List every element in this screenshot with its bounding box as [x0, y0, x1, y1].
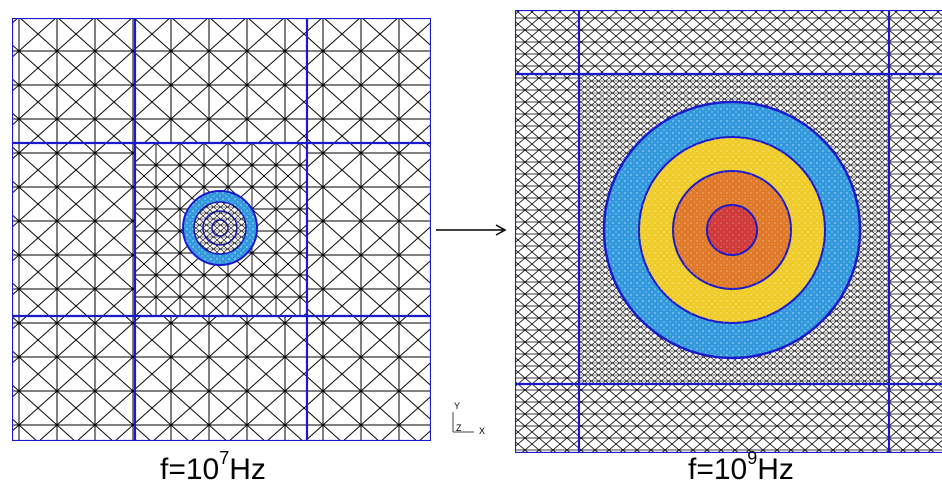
left-cell-mid-right [307, 143, 431, 316]
left-cell-bottom-middle [135, 316, 307, 441]
right-cell-mid-right [889, 74, 942, 384]
right-cell-top-middle [579, 10, 889, 74]
transition-arrow [436, 224, 507, 236]
right-concentric-rings [602, 100, 862, 360]
right-caption-unit: Hz [757, 453, 794, 486]
right-caption-prefix: f=10 [688, 453, 748, 486]
axis-x-label: X [479, 426, 485, 436]
left-cell-top-right [307, 18, 431, 143]
right-cell-bottom-right [889, 384, 942, 453]
left-mesh-panel [12, 18, 431, 441]
left-cell-top-left [12, 18, 135, 143]
right-cell-top-right [889, 10, 942, 74]
left-region-boundaries [12, 18, 431, 441]
left-cell-bottom-left [12, 316, 135, 441]
left-frequency-caption: f=107Hz [160, 448, 266, 487]
left-cell-mid-left [12, 143, 135, 316]
right-cell-bottom-middle [579, 384, 889, 453]
right-region-boundaries [515, 10, 942, 453]
right-cell-top-left [515, 10, 579, 74]
right-caption-exponent: 9 [747, 448, 758, 468]
left-concentric-rings [182, 190, 258, 266]
left-caption-prefix: f=10 [160, 453, 220, 486]
left-caption-unit: Hz [229, 453, 266, 486]
axis-triad: Y Z X [452, 401, 485, 436]
right-mesh-panel [515, 10, 942, 453]
right-frequency-caption: f=109Hz [688, 448, 794, 487]
left-cell-bottom-right [307, 316, 431, 441]
left-caption-exponent: 7 [219, 448, 230, 468]
right-cell-mid-left [515, 74, 579, 384]
left-cell-top-middle [135, 18, 307, 143]
right-cell-bottom-left [515, 384, 579, 453]
axis-y-label: Y [454, 401, 460, 411]
axis-z-label: Z [456, 423, 462, 433]
